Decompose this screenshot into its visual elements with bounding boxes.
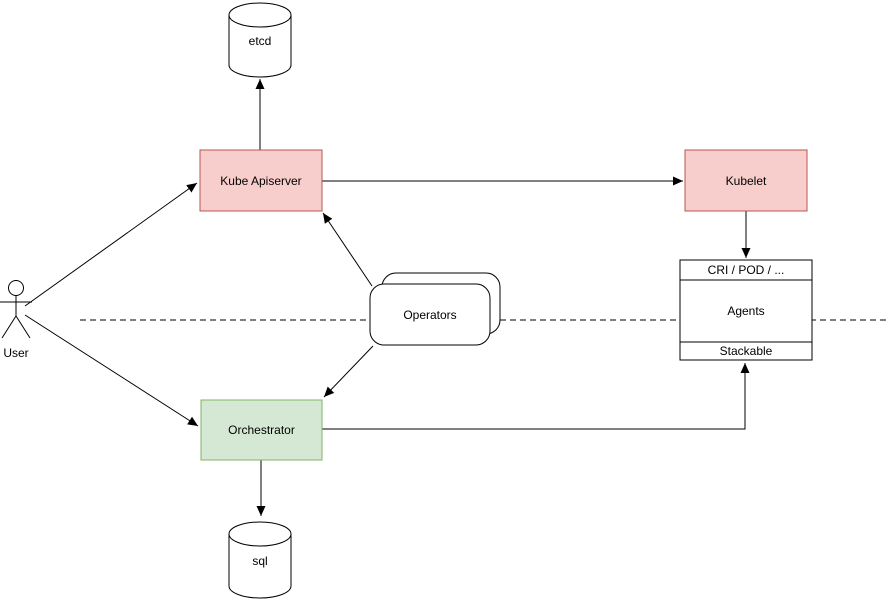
- node-orchestrator[interactable]: Orchestrator: [200, 399, 323, 461]
- agents-stack-box: [679, 259, 813, 361]
- agents-stack-top-label: CRI / POD / ...: [708, 263, 785, 277]
- etcd-cylinder-top: [228, 2, 292, 28]
- node-orchestrator-label: Orchestrator: [228, 423, 295, 437]
- node-operators-label: Operators: [403, 308, 456, 322]
- node-etcd-label: etcd: [249, 34, 272, 48]
- node-kubelet-label: Kubelet: [726, 174, 767, 188]
- edge-operators-to-kube-apiserver: [322, 212, 373, 287]
- edge-operators-to-orchestrator: [323, 345, 374, 398]
- sql-cylinder-body: [228, 534, 292, 599]
- kube-apiserver-box: [199, 149, 323, 212]
- actor-user-label: User: [3, 346, 28, 360]
- node-kube-apiserver-label: Kube Apiserver: [220, 174, 301, 188]
- edges-layer: [24, 79, 751, 516]
- node-kube-apiserver[interactable]: Kube Apiserver: [199, 149, 323, 212]
- node-sql-label: sql: [252, 554, 267, 568]
- node-operators[interactable]: Operators: [369, 272, 501, 346]
- actor-head: [8, 280, 24, 296]
- operators-front-card: [369, 283, 491, 346]
- agents-stack-middle-label: Agents: [727, 304, 764, 318]
- agents-stack-bottom-label: Stackable: [720, 344, 773, 358]
- node-etcd[interactable]: etcd: [228, 2, 292, 78]
- node-agents-stack[interactable]: CRI / POD / ... Agents Stackable: [679, 259, 813, 361]
- kubelet-box: [684, 149, 808, 212]
- edge-orchestrator-to-stackable: [322, 363, 750, 430]
- actor-user[interactable]: User: [0, 280, 32, 361]
- orchestrator-box: [200, 399, 323, 461]
- etcd-cylinder-body: [228, 15, 292, 78]
- node-sql[interactable]: sql: [228, 521, 292, 599]
- sql-cylinder-top: [228, 521, 292, 547]
- edge-user-to-orchestrator: [24, 314, 199, 427]
- edge-user-to-kube-apiserver: [24, 182, 198, 307]
- node-kubelet[interactable]: Kubelet: [684, 149, 808, 212]
- actor-legs: [1, 315, 31, 339]
